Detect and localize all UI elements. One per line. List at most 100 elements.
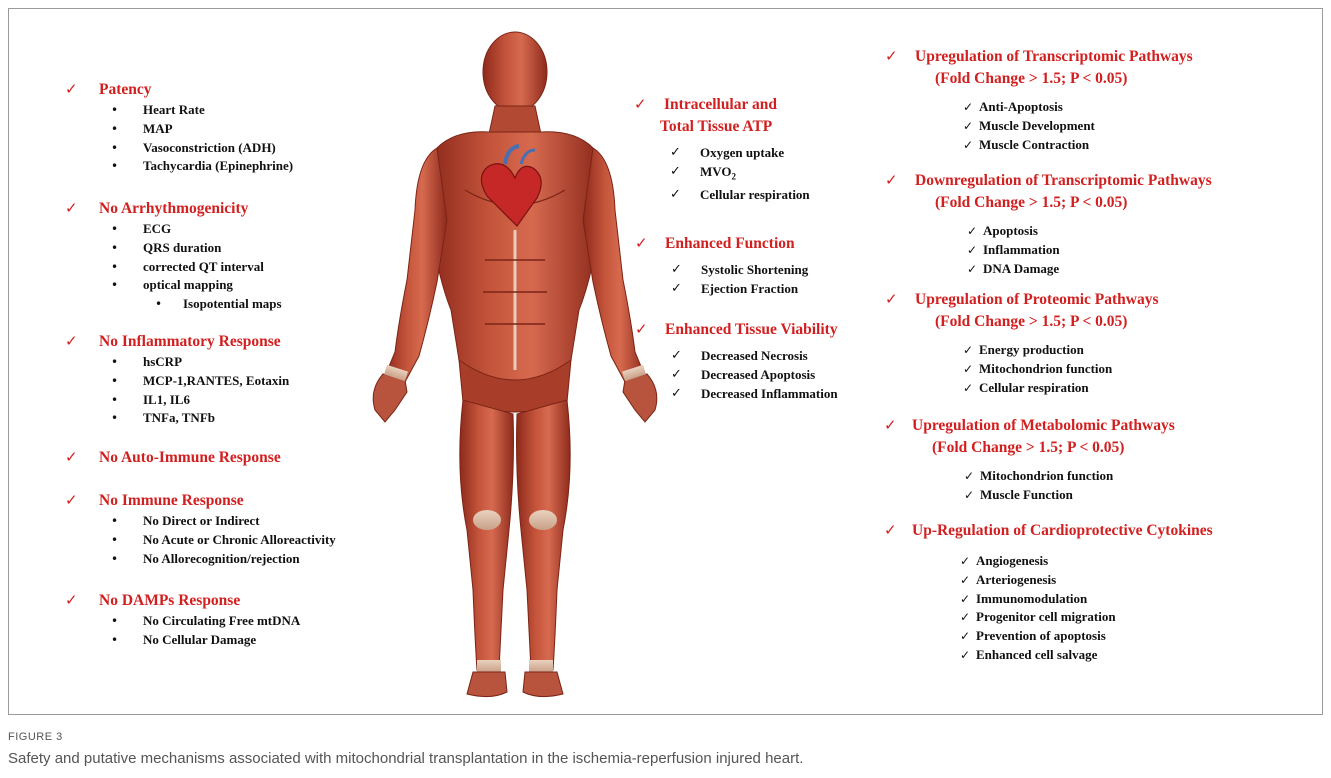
item-list: No Circulating Free mtDNA No Cellular Da…	[111, 612, 300, 650]
item-list: Angiogenesis Arteriogenesis Immunomodula…	[960, 552, 1213, 665]
list-item: MAP	[111, 120, 293, 139]
list-item: hsCRP	[111, 353, 289, 372]
section-heading: ✓Patency	[99, 80, 293, 99]
list-item: Mitochondrion function	[964, 467, 1175, 486]
list-item: Vasoconstriction (ADH)	[111, 139, 293, 158]
section-proteomic: ✓Upregulation of Proteomic Pathways (Fol…	[915, 290, 1159, 397]
section-arrhythmogenicity: ✓No Arrhythmogenicity ECG QRS duration c…	[99, 199, 282, 314]
item-list: Anti-Apoptosis Muscle Development Muscle…	[963, 98, 1193, 154]
list-item: Decreased Inflammation	[671, 385, 838, 404]
list-item: Progenitor cell migration	[960, 608, 1213, 627]
list-item: QRS duration	[111, 239, 282, 258]
section-heading: ✓No Arrhythmogenicity	[99, 199, 282, 218]
heading-text-line2: Total Tissue ATP	[660, 117, 810, 136]
list-item: optical mapping	[111, 276, 282, 295]
check-icon: ✓	[65, 199, 78, 218]
check-icon: ✓	[885, 47, 898, 66]
check-icon: ✓	[635, 320, 648, 339]
list-item: Heart Rate	[111, 101, 293, 120]
item-list: Apoptosis Inflammation DNA Damage	[967, 222, 1212, 278]
list-item: Systolic Shortening	[671, 261, 808, 280]
list-subitem: Isopotential maps	[111, 295, 282, 314]
section-heading: ✓Upregulation of Proteomic Pathways (Fol…	[915, 290, 1159, 331]
check-icon: ✓	[884, 521, 897, 540]
check-icon: ✓	[65, 591, 78, 610]
list-item: Energy production	[963, 341, 1159, 360]
section-damps: ✓No DAMPs Response No Circulating Free m…	[99, 591, 300, 650]
list-item: Anti-Apoptosis	[963, 98, 1193, 117]
heading-text: No DAMPs Response	[99, 592, 240, 609]
section-heading: ✓No Auto-Immune Response	[99, 448, 281, 467]
heading-text: No Auto-Immune Response	[99, 449, 281, 466]
section-heading: ✓Downregulation of Transcriptomic Pathwa…	[915, 171, 1212, 212]
list-item: MCP-1,RANTES, Eotaxin	[111, 372, 289, 391]
heading-text: No Arrhythmogenicity	[99, 200, 248, 217]
section-atp: ✓ Intracellular and Total Tissue ATP Oxy…	[660, 95, 810, 205]
list-item: Muscle Contraction	[963, 136, 1193, 155]
list-item: Mitochondrion function	[963, 360, 1159, 379]
heading-text: Enhanced Function	[665, 235, 795, 252]
heading-text-line2: (Fold Change > 1.5; P < 0.05)	[932, 438, 1175, 457]
section-heading: ✓No Inflammatory Response	[99, 332, 289, 351]
check-icon: ✓	[885, 171, 898, 190]
list-item: DNA Damage	[967, 260, 1212, 279]
heading-text-line2: (Fold Change > 1.5; P < 0.05)	[935, 69, 1193, 88]
figure-label: FIGURE 3	[8, 731, 63, 743]
figure-caption: Safety and putative mechanisms associate…	[8, 750, 803, 767]
heading-text: Enhanced Tissue Viability	[665, 321, 838, 338]
list-item: Apoptosis	[967, 222, 1212, 241]
heading-text-line2: (Fold Change > 1.5; P < 0.05)	[935, 312, 1159, 331]
list-item: Muscle Function	[964, 486, 1175, 505]
section-inflammatory: ✓No Inflammatory Response hsCRP MCP-1,RA…	[99, 332, 289, 428]
section-patency: ✓Patency Heart Rate MAP Vasoconstriction…	[99, 80, 293, 176]
section-transcriptomic-down: ✓Downregulation of Transcriptomic Pathwa…	[915, 171, 1212, 278]
mvo-text: MVO	[700, 164, 732, 179]
item-list: Energy production Mitochondrion function…	[963, 341, 1159, 397]
list-item: corrected QT interval	[111, 258, 282, 277]
heading-text: Downregulation of Transcriptomic Pathway…	[915, 172, 1212, 189]
list-item: Cellular respiration	[963, 379, 1159, 398]
list-item: Oxygen uptake	[670, 144, 810, 163]
section-heading: ✓Enhanced Tissue Viability	[665, 320, 838, 339]
list-item: Inflammation	[967, 241, 1212, 260]
list-item: Cellular respiration	[670, 186, 810, 205]
section-heading: ✓ Intracellular and Total Tissue ATP	[660, 95, 810, 136]
section-autoimmune: ✓No Auto-Immune Response	[99, 448, 281, 467]
list-item: Tachycardia (Epinephrine)	[111, 157, 293, 176]
item-list: Systolic Shortening Ejection Fraction	[671, 261, 808, 299]
check-icon: ✓	[65, 491, 78, 510]
section-heading: ✓Upregulation of Transcriptomic Pathways…	[915, 47, 1193, 88]
list-item: Angiogenesis	[960, 552, 1213, 571]
section-metabolomic: ✓Upregulation of Metabolomic Pathways (F…	[912, 416, 1175, 505]
item-list: No Direct or Indirect No Acute or Chroni…	[111, 512, 336, 568]
heading-text: Patency	[99, 81, 152, 98]
item-list: Heart Rate MAP Vasoconstriction (ADH) Ta…	[111, 101, 293, 176]
heading-text: No Immune Response	[99, 492, 244, 509]
heading-text: Upregulation of Metabolomic Pathways	[912, 417, 1175, 434]
heading-text: Upregulation of Transcriptomic Pathways	[915, 48, 1193, 65]
heading-text: No Inflammatory Response	[99, 333, 281, 350]
list-item: Immunomodulation	[960, 590, 1213, 609]
item-list: Oxygen uptake MVO2 Cellular respiration	[670, 144, 810, 205]
list-item: MVO2	[670, 163, 810, 186]
check-icon: ✓	[65, 448, 78, 467]
section-function: ✓Enhanced Function Systolic Shortening E…	[665, 234, 808, 299]
list-item: Ejection Fraction	[671, 280, 808, 299]
heading-text: Intracellular and	[664, 96, 777, 113]
list-item: No Acute or Chronic Alloreactivity	[111, 531, 336, 550]
section-transcriptomic-up: ✓Upregulation of Transcriptomic Pathways…	[915, 47, 1193, 154]
section-viability: ✓Enhanced Tissue Viability Decreased Nec…	[665, 320, 838, 403]
section-heading: ✓Upregulation of Metabolomic Pathways (F…	[912, 416, 1175, 457]
section-heading: ✓Enhanced Function	[665, 234, 808, 253]
list-item: Arteriogenesis	[960, 571, 1213, 590]
list-item: Decreased Apoptosis	[671, 366, 838, 385]
list-item: Muscle Development	[963, 117, 1193, 136]
section-heading: ✓No Immune Response	[99, 491, 336, 510]
list-item: TNFa, TNFb	[111, 409, 289, 428]
heading-text-line2: (Fold Change > 1.5; P < 0.05)	[935, 193, 1212, 212]
list-item: No Circulating Free mtDNA	[111, 612, 300, 631]
item-list: ECG QRS duration corrected QT interval o…	[111, 220, 282, 314]
item-list: Mitochondrion function Muscle Function	[964, 467, 1175, 505]
list-item: ECG	[111, 220, 282, 239]
check-icon: ✓	[885, 290, 898, 309]
